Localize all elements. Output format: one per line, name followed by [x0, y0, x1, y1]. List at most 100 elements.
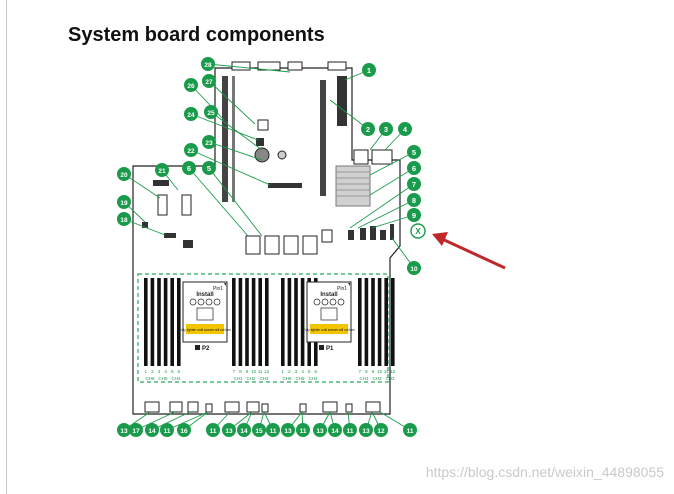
cpu-install-title: Install [320, 292, 338, 298]
board-connector [157, 194, 168, 216]
front-connectors [144, 401, 381, 413]
dimm-slot-number: 2 [151, 369, 154, 374]
callout-marker: 11 [296, 423, 310, 437]
callout-marker: 28 [201, 57, 215, 71]
screwdriver-illustration [196, 307, 214, 321]
dimm-slot-number: 6 [178, 369, 181, 374]
red-arrow-icon [432, 232, 506, 270]
callout-marker: 23 [202, 135, 216, 149]
callout-marker: 3 [379, 122, 393, 136]
screw-order-marker [197, 298, 205, 306]
dimm-channel-label: CH2 [372, 376, 381, 381]
dimm-slot-number: 10 [251, 369, 257, 374]
cpu-pin1-label: Pin1 [213, 286, 223, 292]
callout-number: 17 [132, 428, 140, 435]
callout-leader-line [123, 173, 161, 199]
screw-order-marker [337, 298, 345, 306]
callout-number: 4 [403, 125, 408, 134]
dimm-slot-number: 11 [384, 369, 389, 374]
callout-marker: 8 [407, 193, 421, 207]
callout-number: 5 [207, 164, 211, 173]
dimm-slot-number: 8 [239, 369, 242, 374]
callout-number: 28 [204, 62, 212, 69]
dimm-slot-number: 1 [145, 369, 148, 374]
callout-marker: 27 [202, 74, 216, 88]
dimm-slot [300, 278, 305, 366]
dimm-slot-number: 6 [315, 369, 318, 374]
callout-leader-line [369, 151, 415, 176]
dimm-slot-number: 4 [164, 369, 167, 374]
callout-marker: 13 [359, 423, 373, 437]
callout-number: 16 [180, 428, 188, 435]
callout-marker: 11 [403, 423, 417, 437]
rear-io-port [231, 61, 251, 71]
dimm-slot [287, 278, 292, 366]
callout-marker: 22 [184, 143, 198, 157]
callout-number: 11 [407, 428, 414, 435]
callout-marker: 7 [407, 177, 421, 191]
torque-warning-label [310, 324, 348, 334]
callout-marker: 14 [145, 423, 159, 437]
callout-marker: 20 [117, 167, 131, 181]
callout-leader-line [208, 141, 263, 161]
screwdriver-illustration [320, 307, 338, 321]
callout-marker: 1 [362, 63, 376, 77]
dimm-channel-label: CH2 [246, 376, 255, 381]
callout-leader-line [371, 214, 415, 229]
dimm-slot [377, 278, 382, 366]
section-heading: System board components [68, 24, 325, 46]
callout-marker: 13 [222, 423, 236, 437]
callout-number: 9 [412, 211, 416, 220]
callout-number: 6 [187, 164, 191, 173]
dimm-slot [364, 278, 369, 366]
screw-order-marker [313, 298, 321, 306]
callout-number: 10 [410, 266, 418, 273]
dimm-slot-number: 9 [372, 369, 375, 374]
callout-marker: 5 [202, 161, 216, 175]
callout-marker: 13 [313, 423, 327, 437]
callout-number: 13 [362, 428, 370, 435]
callout-marker: 18 [117, 212, 131, 226]
callout-number: 14 [331, 428, 339, 435]
callout-number: 13 [120, 428, 128, 435]
cpu-install-title: Install [196, 292, 214, 298]
callout-leader-line [190, 84, 225, 121]
callout-number: 7 [412, 180, 416, 189]
screw-order-marker [205, 298, 213, 306]
dimm-slot-number: 12 [264, 369, 270, 374]
callout-number: 23 [205, 140, 213, 147]
callout-number: 13 [316, 428, 324, 435]
power-connector [283, 235, 299, 255]
dimm-channel-label: CH1 [359, 376, 368, 381]
callout-number: 11 [300, 428, 307, 435]
callout-leader-line [135, 411, 176, 431]
callout-marker: 2 [361, 122, 375, 136]
callout-leader-line [190, 149, 271, 186]
callout-number: 26 [187, 83, 195, 90]
dimm-slot-number: 12 [390, 369, 396, 374]
x-circle-icon: X [410, 223, 426, 239]
callout-number: 2 [366, 125, 370, 134]
dimm-slot [245, 278, 249, 366]
screw-order-marker [329, 298, 337, 306]
callout-number: 11 [347, 428, 354, 435]
callout-number: 14 [240, 428, 248, 435]
board-connector [142, 222, 148, 228]
dimm-channel-label: CH6 [145, 376, 154, 381]
callout-number: 24 [187, 112, 195, 119]
dimm-slot-number: 5 [171, 369, 174, 374]
power-connector [302, 235, 318, 255]
callout-marker: 4 [398, 122, 412, 136]
dimm-slot [371, 278, 375, 366]
callout-number: 11 [164, 428, 171, 435]
page-left-rule [6, 0, 7, 494]
callout-number: 21 [158, 168, 166, 175]
callout-marker: 10 [407, 261, 421, 275]
callout-marker: 11 [206, 423, 220, 437]
callout-number: 1 [367, 66, 371, 75]
callout-number: 14 [148, 428, 156, 435]
board-connector [360, 228, 366, 240]
